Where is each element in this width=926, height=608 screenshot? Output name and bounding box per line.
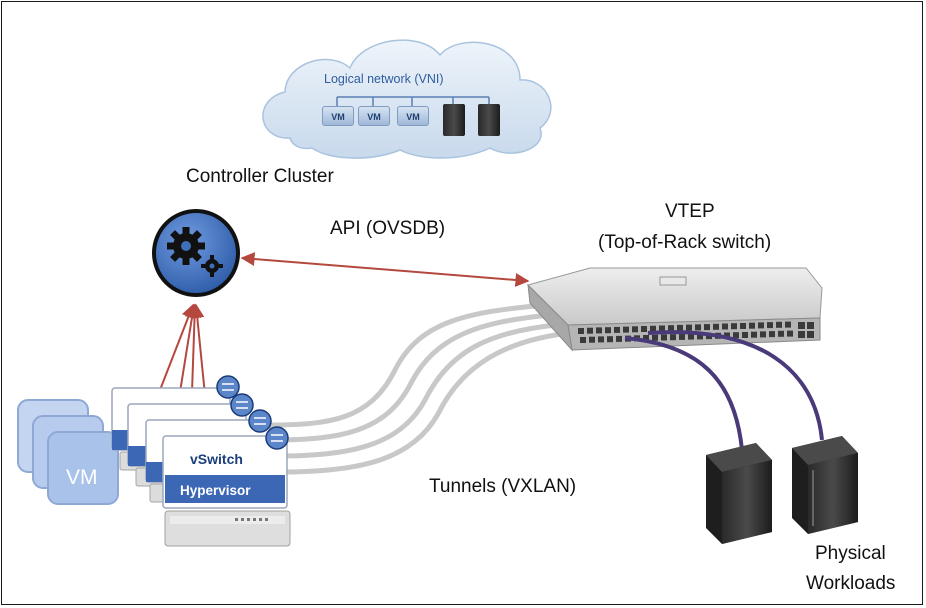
logical-network-cloud [262,39,552,159]
switch-port [605,327,611,334]
switch-port [616,335,622,342]
switch-uplink-port [807,331,814,338]
switch-port [785,321,791,328]
api-label: API (OVSDB) [330,218,446,239]
switch-port [578,328,584,334]
switch-port [661,334,667,341]
switch-port [598,336,604,343]
cloud-vm-icon: VM [322,106,354,126]
physical-server-rack [792,436,858,534]
switch-port [742,332,748,338]
switch-port [769,331,775,338]
switch-uplink-port [798,322,805,329]
switch-port [697,333,703,340]
switch-port [589,336,595,343]
switch-port [650,325,656,332]
switch-port [724,332,730,339]
switch-port [787,330,793,337]
switch-port [614,326,620,333]
switch-port [643,335,649,341]
controller-link-arrow [187,303,202,393]
switch-port [668,325,674,332]
controller-cluster-label: Controller Cluster [186,166,334,187]
hypervisor-stack [111,375,291,547]
switch-port [679,333,685,340]
switch-port [733,332,739,339]
switch-port [751,331,757,338]
switch-port [722,323,728,330]
logical-network-label: Logical network (VNI) [324,72,444,86]
switch-port [760,331,766,338]
switch-port [688,333,694,340]
controller-link-arrow [159,303,195,391]
switch-port [740,323,746,329]
switch-port [670,334,676,341]
controller-link-arrow [190,303,206,396]
switch-port [749,322,755,329]
switch-port [623,326,629,333]
physical-label-line1: Physical [815,543,886,564]
switch-port [776,321,782,328]
switch-port [596,327,602,334]
vm-stack [17,399,119,505]
tunnels-label: Tunnels (VXLAN) [429,476,577,497]
tor-switch [527,267,823,352]
physical-server-rack [706,443,772,544]
cloud-server-icon [478,104,500,136]
api-ovsdb-arrow [240,252,530,287]
controller-link-arrow [179,303,199,393]
switch-port [652,334,658,341]
switch-uplink-port [798,331,805,338]
switch-port [713,323,719,330]
vm-label: VM [66,466,98,489]
cloud-vm-icon: VM [397,106,429,126]
switch-port [641,326,647,332]
switch-port [778,330,784,337]
vxlan-tunnels [267,302,563,475]
switch-ports [578,321,814,343]
switch-port [686,324,692,331]
cloud-vm-icon: VM [358,106,390,126]
vswitch-label: vSwitch [190,451,243,467]
vtep-title: VTEP [665,201,715,222]
switch-port [767,322,773,329]
switch-port [695,324,701,331]
workload-links [624,330,824,451]
api-arrows [159,252,530,396]
switch-port [704,324,710,331]
switch-port [731,323,737,330]
switch-port [659,325,665,332]
switch-port [587,327,593,334]
switch-port [580,337,586,343]
switch-uplink-port [807,322,814,329]
physical-label-line2: Workloads [806,573,896,594]
vtep-subtitle: (Top-of-Rack switch) [598,232,772,253]
hypervisor-label: Hypervisor [180,483,251,498]
controller-cluster-icon [152,209,240,297]
switch-port [758,322,764,329]
cloud-server-icon [443,104,465,136]
vswitch-badge-icon [216,375,289,450]
switch-port [607,336,613,343]
switch-port [677,324,683,331]
switch-port [632,326,638,333]
